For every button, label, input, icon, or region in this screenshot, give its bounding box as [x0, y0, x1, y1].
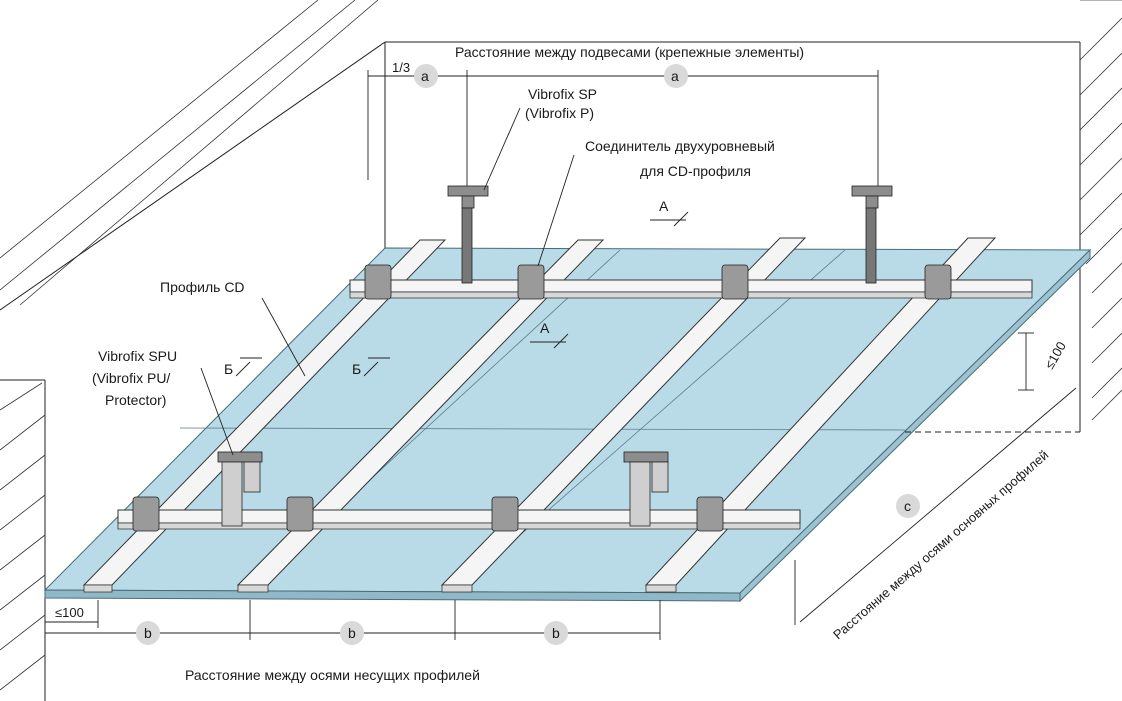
dimension-right [794, 332, 1080, 625]
marker-b-2 [340, 621, 364, 645]
leader-lines [200, 107, 575, 456]
wall-hatch-left [0, 382, 46, 691]
wall-hatch-right [1079, 0, 1122, 421]
dimension-bottom [44, 600, 661, 645]
two-level-connectors [132, 264, 952, 532]
bearing-axis-label: Расстояние между осями несущих профилей [185, 667, 480, 683]
one-third-label: 1/3 [392, 60, 410, 75]
b-label-3: b [552, 625, 560, 641]
b-label-1: b [144, 625, 152, 641]
profile-cd-label: Профиль CD [160, 279, 245, 295]
connector-label-2: для CD-профиля [640, 163, 751, 179]
marker-b-3 [544, 621, 568, 645]
vibrofix-spu-hangers [217, 451, 669, 527]
section-arrows [235, 211, 689, 377]
a-label-2: a [671, 68, 679, 84]
a-label-1: a [421, 68, 429, 84]
marker-c [896, 494, 920, 518]
cd-profiles [82, 237, 997, 593]
connector-label-1: Соединитель двухуровневый [585, 138, 775, 154]
b-label-2: b [348, 625, 356, 641]
vibrofix-spu-label: Vibrofix SPU [98, 348, 177, 364]
le100-right-label: ≤100 [1042, 339, 1069, 371]
section-b-mid: Б [352, 361, 361, 377]
marker-a-1 [414, 64, 438, 88]
vibrofix-sp-label: Vibrofix SP [528, 86, 597, 102]
le100-left-label: ≤100 [55, 605, 84, 620]
hanger-spacing-label: Расстояние между подвесами (крепежные эл… [455, 44, 804, 60]
c-label: c [904, 498, 911, 514]
marker-b-1 [136, 621, 160, 645]
section-b-left: Б [224, 361, 233, 377]
protector-label: Protector) [105, 392, 166, 408]
section-a-top: A [659, 198, 669, 214]
room-outline [0, 41, 1081, 701]
section-a-mid: A [540, 320, 550, 336]
vibrofix-p-label: (Vibrofix P) [525, 105, 594, 121]
vibrofix-sp-hangers [447, 185, 893, 284]
wall-hatch-top-left [0, 0, 379, 306]
dimension-top [367, 64, 879, 186]
marker-a-2 [664, 64, 688, 88]
vibrofix-pu-label: (Vibrofix PU/ [92, 370, 170, 386]
